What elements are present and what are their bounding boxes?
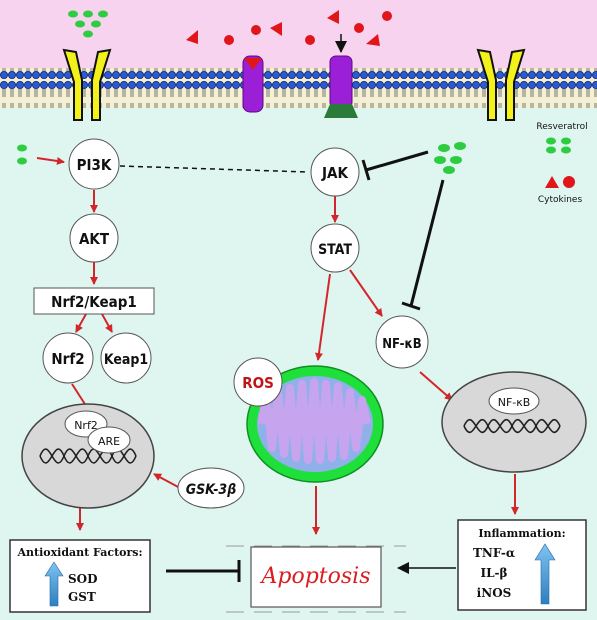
nucleus-left: Nrf2 ARE bbox=[21, 403, 155, 509]
arrow-nfkb-nucleus bbox=[419, 371, 453, 401]
nucleus-right: NF-κB bbox=[441, 371, 587, 473]
arrow-complex-keap1 bbox=[101, 313, 113, 333]
antioxidant-title: Antioxidant Factors: bbox=[16, 546, 142, 559]
nucleus-nrf2-label: Nrf2 bbox=[74, 419, 98, 432]
legend-cytokine-icon bbox=[545, 176, 575, 188]
node-nfkb: NF-κB bbox=[375, 315, 429, 369]
node-jak: JAK bbox=[310, 147, 360, 197]
resveratrol-cluster-right bbox=[434, 142, 466, 174]
node-keap1: Keap1 bbox=[100, 332, 152, 384]
inflammation-title: Inflammation: bbox=[478, 527, 565, 540]
cytokines-extracellular bbox=[186, 10, 392, 46]
inhibit-resveratrol-jak bbox=[361, 150, 429, 181]
node-akt: AKT bbox=[69, 213, 119, 263]
arrow-gsk3b-nucleus bbox=[153, 473, 181, 489]
svg-text:PI3K: PI3K bbox=[77, 156, 112, 174]
legend-resveratrol-label: Resveratrol bbox=[536, 122, 587, 132]
inflammation-box: Inflammation: TNF-α IL-β iNOS bbox=[457, 519, 587, 611]
antioxidant-up-arrow-icon bbox=[44, 561, 64, 607]
nucleus-are-label: ARE bbox=[98, 435, 120, 448]
inflammation-item-inos: iNOS bbox=[477, 586, 512, 600]
cytokine-receptor-2 bbox=[324, 34, 358, 118]
inflammation-item-il: IL-β bbox=[481, 566, 508, 580]
arrow-resveratrol-pi3k bbox=[36, 157, 65, 165]
arrow-stat-mito bbox=[315, 273, 331, 361]
arrow-complex-nrf2 bbox=[75, 313, 87, 333]
svg-text:NF-κB: NF-κB bbox=[382, 337, 422, 352]
inflammation-up-arrow-icon bbox=[534, 543, 556, 605]
receptor-right bbox=[476, 48, 526, 121]
node-stat: STAT bbox=[310, 223, 360, 273]
legend-resveratrol-icon bbox=[546, 137, 571, 154]
svg-text:Keap1: Keap1 bbox=[104, 352, 148, 368]
antioxidant-item-gst: GST bbox=[68, 590, 96, 604]
svg-text:Nrf2: Nrf2 bbox=[51, 350, 84, 368]
cytokine-receptor-1 bbox=[242, 55, 264, 113]
svg-text:GSK-3β: GSK-3β bbox=[186, 482, 236, 498]
dashed-link-pi3k-jak bbox=[119, 165, 309, 173]
svg-text:ROS: ROS bbox=[242, 374, 274, 392]
svg-text:JAK: JAK bbox=[321, 164, 348, 182]
resveratrol-cluster-left bbox=[17, 144, 27, 165]
node-pi3k: PI3K bbox=[68, 138, 120, 190]
svg-text:STAT: STAT bbox=[318, 242, 352, 258]
inhibit-antioxidant-apoptosis bbox=[166, 560, 241, 582]
legend-cytokines-label: Cytokines bbox=[538, 195, 583, 205]
receptor-left bbox=[62, 48, 112, 121]
node-nrf2-keap1: Nrf2/Keap1 bbox=[33, 287, 155, 315]
antioxidant-item-sod: SOD bbox=[68, 572, 98, 586]
inhibit-resveratrol-nfkb bbox=[401, 179, 445, 311]
antioxidant-box: Antioxidant Factors: SOD GST bbox=[9, 539, 151, 613]
arrow-stat-nfkb bbox=[349, 269, 383, 317]
node-gsk3b: GSK-3β bbox=[177, 467, 245, 509]
svg-text:Nrf2/Keap1: Nrf2/Keap1 bbox=[51, 293, 137, 311]
node-nrf2: Nrf2 bbox=[42, 332, 94, 384]
inflammation-item-tnf: TNF-α bbox=[473, 546, 515, 560]
apoptosis-label: Apoptosis bbox=[259, 564, 370, 589]
svg-text:AKT: AKT bbox=[79, 230, 110, 248]
resveratrol-cluster-top bbox=[68, 10, 108, 38]
nucleus-nfkb-label: NF-κB bbox=[498, 396, 531, 409]
apoptosis-box: Apoptosis bbox=[226, 545, 406, 613]
node-ros: ROS bbox=[233, 357, 283, 407]
